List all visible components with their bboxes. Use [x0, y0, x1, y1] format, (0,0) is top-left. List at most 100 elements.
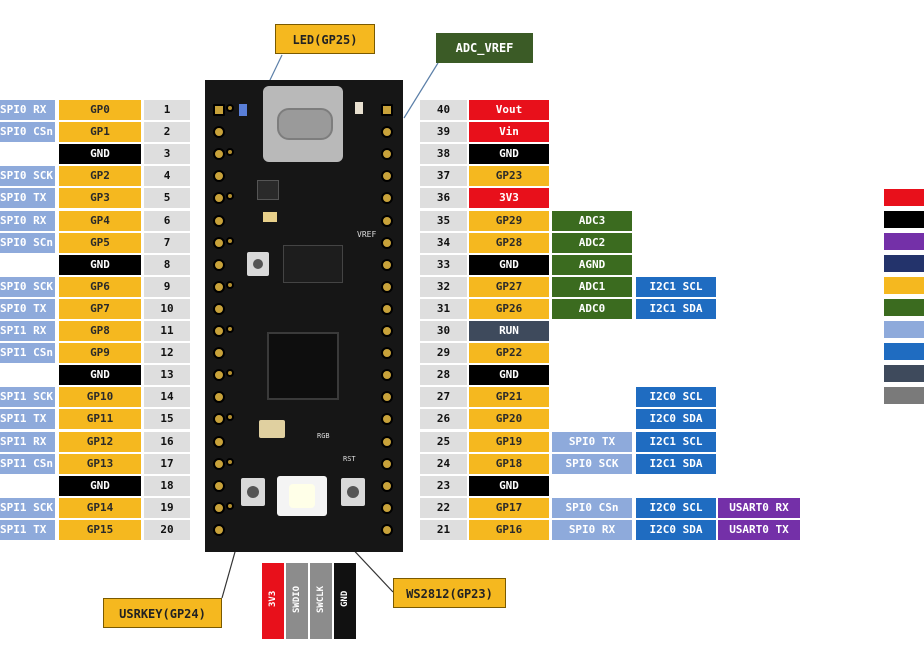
pin-pad [226, 502, 234, 510]
left-func-label: SPI1 RX [0, 432, 55, 452]
right-pin-number: 36 [420, 188, 467, 208]
led-indicator [239, 104, 247, 116]
pin-pad [381, 369, 393, 381]
pin-pad [381, 104, 393, 116]
left-gp-label: GP8 [59, 321, 141, 341]
left-pin-number: 7 [144, 233, 190, 253]
left-pin-number: 10 [144, 299, 190, 319]
legend-swatch [884, 255, 924, 272]
debug-pin-label: 3V3 [262, 563, 284, 639]
pin-pad [213, 303, 225, 315]
right-pin-number: 39 [420, 122, 467, 142]
right-gp-label: GND [469, 476, 549, 496]
i2c-label: I2C0 SDA [636, 409, 716, 429]
left-pin-number: 18 [144, 476, 190, 496]
pin-pad [226, 369, 234, 377]
pin-pad [381, 126, 393, 138]
adc-label: ADC3 [552, 211, 632, 231]
right-gp-label: GP21 [469, 387, 549, 407]
spi-label: SPI0 SCK [552, 454, 632, 474]
pin-pad [381, 436, 393, 448]
pin-pad [213, 192, 225, 204]
adc-label: ADC0 [552, 299, 632, 319]
pin-pad [213, 126, 225, 138]
left-func-label: SPI0 RX [0, 100, 55, 120]
right-pin-number: 30 [420, 321, 467, 341]
right-pin-number: 33 [420, 255, 467, 275]
pin-pad [213, 281, 225, 293]
right-gp-label: RUN [469, 321, 549, 341]
left-gp-label: GP14 [59, 498, 141, 518]
left-gp-label: GP15 [59, 520, 141, 540]
i2c-label: I2C0 SCL [636, 387, 716, 407]
pin-pad [213, 347, 225, 359]
right-gp-label: GP18 [469, 454, 549, 474]
legend-swatch [884, 277, 924, 294]
right-gp-label: GND [469, 144, 549, 164]
left-pin-number: 4 [144, 166, 190, 186]
boot-button[interactable] [247, 252, 269, 276]
pin-pad [381, 281, 393, 293]
left-func-label: SPI0 TX [0, 299, 55, 319]
left-gp-label: GP2 [59, 166, 141, 186]
i2c-label: I2C0 SCL [636, 498, 716, 518]
right-gp-label: Vout [469, 100, 549, 120]
legend-swatch [884, 299, 924, 316]
legend-swatch [884, 321, 924, 338]
pin-pad [226, 458, 234, 466]
left-gp-label: GND [59, 365, 141, 385]
left-pin-number: 11 [144, 321, 190, 341]
left-gp-label: GP12 [59, 432, 141, 452]
pin-pad [381, 303, 393, 315]
debug-pin-label: SWCLK [310, 563, 332, 639]
crystal [259, 420, 285, 438]
pin-pad [381, 259, 393, 271]
left-func-label: SPI1 SCK [0, 498, 55, 518]
flash-chip [283, 245, 343, 283]
pin-pad [381, 170, 393, 182]
pin-pad [213, 170, 225, 182]
right-gp-label: Vin [469, 122, 549, 142]
left-pin-number: 16 [144, 432, 190, 452]
ws2812-callout: WS2812(GP23) [393, 578, 506, 608]
pin-pad [381, 458, 393, 470]
pin-pad [226, 413, 234, 421]
uart-label: USART0 RX [718, 498, 800, 518]
left-pin-number: 14 [144, 387, 190, 407]
right-pin-number: 22 [420, 498, 467, 518]
left-gp-label: GP9 [59, 343, 141, 363]
legend-swatch [884, 189, 924, 206]
pin-pad [213, 502, 225, 514]
right-pin-number: 37 [420, 166, 467, 186]
i2c-label: I2C1 SCL [636, 277, 716, 297]
left-pin-number: 5 [144, 188, 190, 208]
right-pin-number: 24 [420, 454, 467, 474]
left-pin-number: 6 [144, 211, 190, 231]
uart-label: USART0 TX [718, 520, 800, 540]
left-func-label: SPI0 CSn [0, 122, 55, 142]
right-pin-number: 40 [420, 100, 467, 120]
left-gp-label: GP11 [59, 409, 141, 429]
left-gp-label: GP3 [59, 188, 141, 208]
left-pin-number: 8 [144, 255, 190, 275]
right-gp-label: GP27 [469, 277, 549, 297]
led-callout: LED(GP25) [275, 24, 375, 54]
left-gp-label: GP0 [59, 100, 141, 120]
legend-swatch [884, 365, 924, 382]
usr-button[interactable] [241, 478, 265, 506]
right-gp-label: 3V3 [469, 188, 549, 208]
right-gp-label: GP17 [469, 498, 549, 518]
right-gp-label: GP29 [469, 211, 549, 231]
left-func-label: SPI0 SCn [0, 233, 55, 253]
left-func-label: SPI1 TX [0, 520, 55, 540]
swd-pads [255, 526, 351, 540]
pin-pad [226, 104, 234, 112]
debug-pin-label: SWDIO [286, 563, 308, 639]
left-func-label: SPI0 SCK [0, 277, 55, 297]
legend-swatch [884, 387, 924, 404]
rst-button[interactable] [341, 478, 365, 506]
adc-vref-callout: ADC_VREF [436, 33, 533, 63]
pin-pad [213, 436, 225, 448]
spi-label: SPI0 CSn [552, 498, 632, 518]
board: VREF RGB RST [205, 80, 403, 552]
